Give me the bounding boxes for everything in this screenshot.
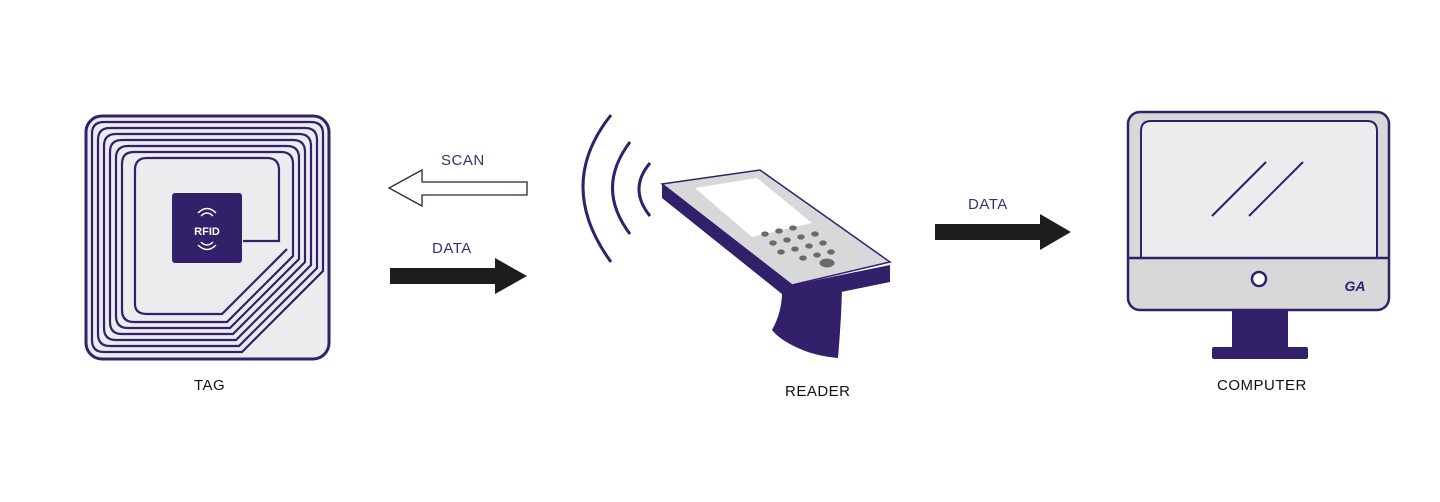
computer-monitor-icon: GA xyxy=(1126,110,1391,359)
arrow-left-outline-icon xyxy=(387,168,528,208)
tag-data-label: DATA xyxy=(432,240,472,257)
reader-label: READER xyxy=(785,383,851,400)
arrow-right-icon xyxy=(390,258,527,294)
radio-waves-icon xyxy=(581,114,652,263)
handheld-reader-icon xyxy=(660,169,892,358)
arrow-right-icon xyxy=(935,214,1071,250)
tag-label: TAG xyxy=(194,377,226,394)
computer-label: COMPUTER xyxy=(1217,377,1307,394)
reader-data-label: DATA xyxy=(968,196,1008,213)
chip-label: RFID xyxy=(194,226,220,238)
monitor-logo: GA xyxy=(1345,278,1366,294)
rfid-chip-icon: RFID xyxy=(172,193,242,263)
scan-label: SCAN xyxy=(441,152,485,169)
